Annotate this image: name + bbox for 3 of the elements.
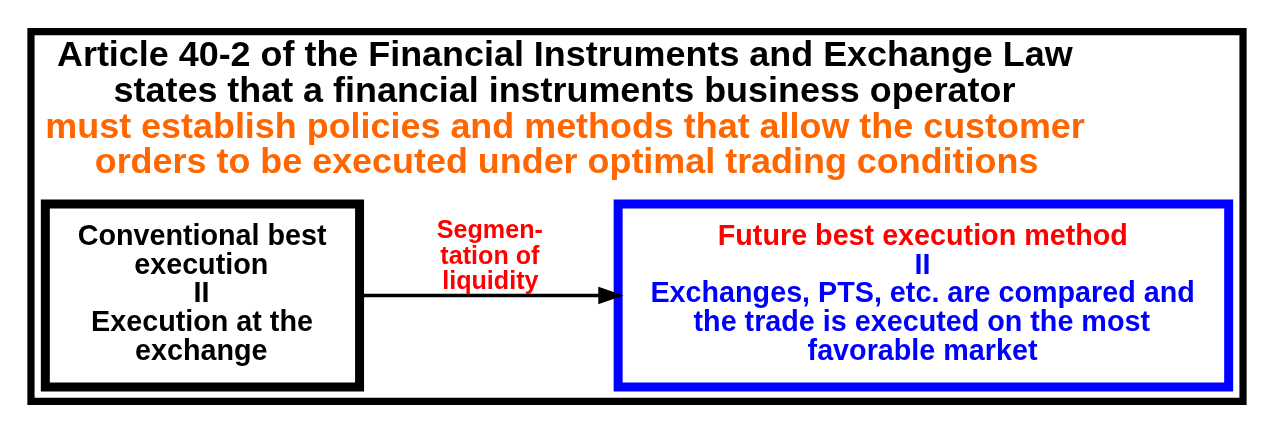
edge-label: Segmen- tation of liquidity (436, 214, 543, 294)
node-box: Future best execution method II Exchanges, PTS, etc. are compared and the trade is executed on the most favorable market (613, 198, 1234, 392)
node-box: Conventional best execution II Execution at the exchange (40, 198, 365, 392)
